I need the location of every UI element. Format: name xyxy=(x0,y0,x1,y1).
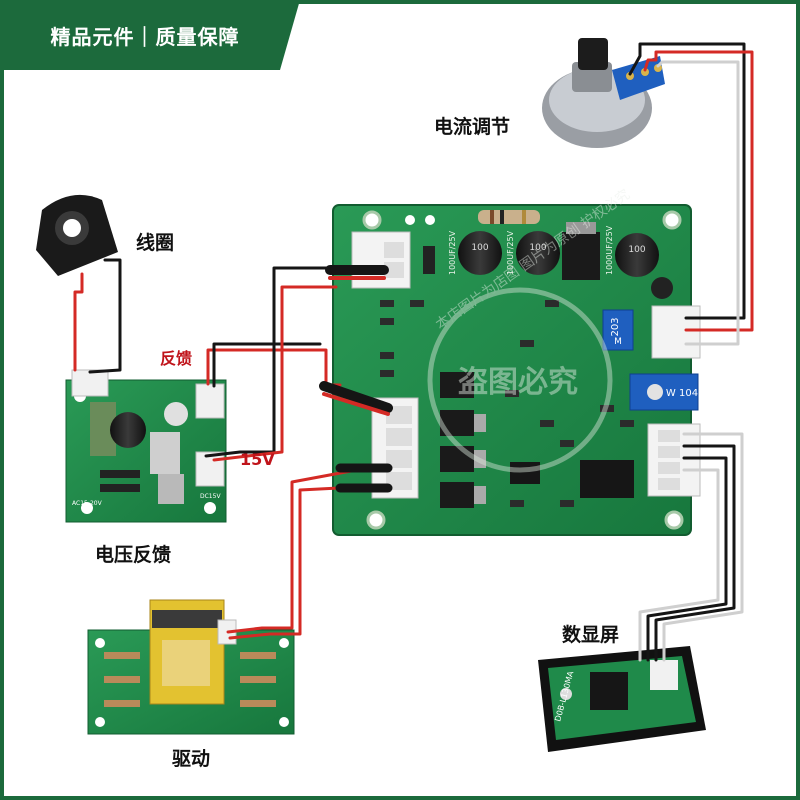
svg-text:W 104: W 104 xyxy=(666,388,698,399)
capacitor-1: 100 xyxy=(458,231,502,275)
drive-board xyxy=(87,599,295,735)
svg-text:1000UF/25V: 1000UF/25V xyxy=(605,225,614,275)
trimpot-104: W 104 xyxy=(629,373,699,411)
label-15v: 15V xyxy=(240,450,275,469)
svg-text:100: 100 xyxy=(529,243,546,253)
svg-text:AC15-20V: AC15-20V xyxy=(72,500,103,507)
label-current-adjust: 电流调节 xyxy=(434,116,511,138)
svg-text:203: 203 xyxy=(610,317,621,336)
label-display: 数显屏 xyxy=(562,624,620,646)
wiring xyxy=(73,42,754,662)
svg-text:DC15V: DC15V xyxy=(200,493,221,500)
svg-text:100: 100 xyxy=(628,245,645,255)
capacitor-3: 100 xyxy=(615,233,659,277)
voltage-feedback-board: AC15-20V DC15V xyxy=(65,369,227,523)
svg-text:盗图必究: 盗图必究 xyxy=(458,365,578,400)
banner-title: 精品元件｜质量保障 xyxy=(50,24,240,49)
current-coil xyxy=(36,194,118,276)
svg-text:100UF/25V: 100UF/25V xyxy=(506,230,515,275)
svg-text:100: 100 xyxy=(471,243,488,253)
current-potentiometer xyxy=(542,38,665,148)
label-feedback: 反馈 xyxy=(160,349,193,368)
trimpot-203: 203 M xyxy=(602,309,634,351)
capacitor-2: 100 xyxy=(516,231,560,275)
banner: 精品元件｜质量保障 xyxy=(0,0,300,78)
svg-text:100UF/25V: 100UF/25V xyxy=(448,230,457,275)
label-voltage-feedback: 电压反馈 xyxy=(95,544,172,566)
digital-display: D0B-L130MA xyxy=(538,646,706,752)
main-control-board: 100 100 100 100UF/25V 100UF/25V 1000UF/2… xyxy=(332,204,701,536)
label-drive: 驱动 xyxy=(172,748,211,770)
banner-background xyxy=(0,0,300,70)
label-coil: 线圈 xyxy=(136,232,175,254)
svg-text:M: M xyxy=(614,337,622,347)
